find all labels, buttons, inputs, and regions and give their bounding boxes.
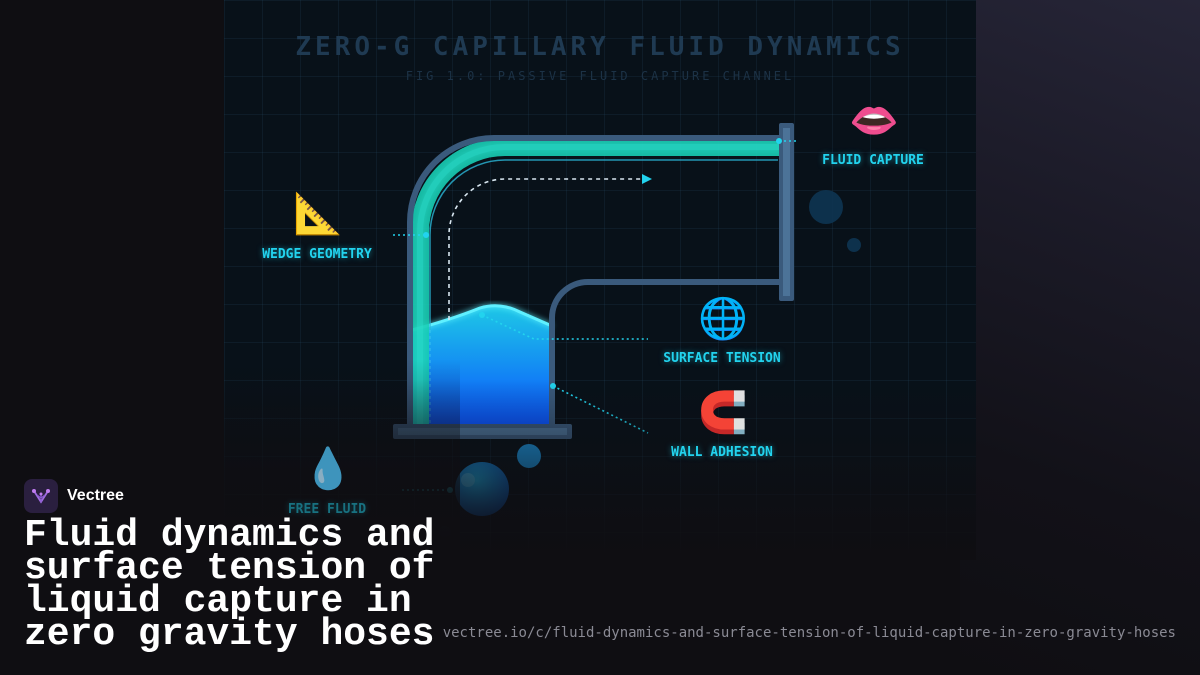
background-bubble-2 xyxy=(847,238,861,252)
vectree-logo-icon xyxy=(24,479,58,513)
diagram-title: ZERO-G CAPILLARY FLUID DYNAMICS xyxy=(295,32,905,62)
page-url[interactable]: vectree.io/c/fluid-dynamics-and-surface-… xyxy=(442,625,1176,641)
label-wall-adhesion: WALL ADHESION xyxy=(671,445,773,460)
mouth-icon: 👄 xyxy=(849,98,899,144)
headline: Fluid dynamics and surface tension of li… xyxy=(24,514,435,656)
flow-path-arrow xyxy=(448,178,642,320)
brand-name: Vectree xyxy=(67,487,124,504)
label-free-fluid: FREE FLUID xyxy=(287,502,367,517)
pipe-outer-wall xyxy=(407,135,782,426)
pipe-inner-wall xyxy=(549,279,782,426)
label-fluid-capture: FLUID CAPTURE xyxy=(822,153,924,168)
label-surface-tension: SURFACE TENSION xyxy=(663,351,781,366)
diagram-subtitle: FIG 1.0: PASSIVE FLUID CAPTURE CHANNEL xyxy=(405,69,795,83)
triangular-ruler-icon: 📐 xyxy=(293,191,343,237)
brand[interactable]: Vectree xyxy=(24,479,124,513)
globe-icon: 🌐 xyxy=(698,296,748,342)
film-inner-edge xyxy=(429,159,778,330)
meniscus-line xyxy=(411,304,553,332)
label-wedge-geometry: WEDGE GEOMETRY xyxy=(262,247,372,262)
background-bubble-1 xyxy=(809,190,843,224)
corner-film-glow xyxy=(417,144,780,424)
magnet-icon: 🧲 xyxy=(698,390,748,436)
left-fade xyxy=(0,360,460,675)
droplet-icon: 💧 xyxy=(303,446,353,492)
background-gradient xyxy=(960,0,1200,675)
